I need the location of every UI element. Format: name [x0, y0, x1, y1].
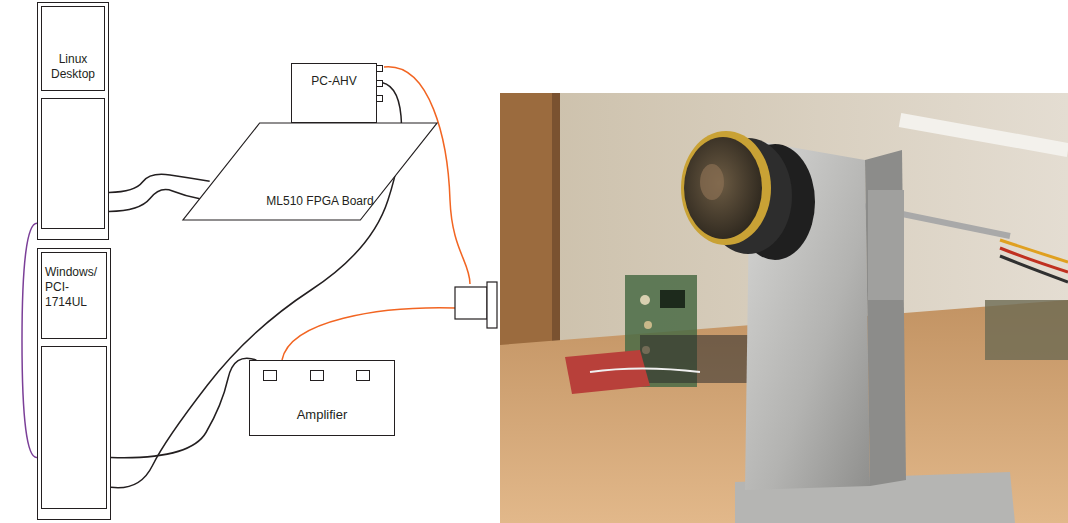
amplifier-box: Amplifier — [249, 360, 395, 436]
board-chip — [660, 290, 685, 308]
connector-socket — [263, 370, 277, 381]
tower-bay — [41, 98, 105, 229]
node-label: Amplifier — [297, 407, 348, 423]
mirror-reflection — [700, 164, 724, 200]
board-part — [640, 295, 650, 305]
cable — [1000, 256, 1068, 282]
mount-barrel — [868, 190, 904, 300]
node-label: PC-AHV — [311, 74, 356, 89]
door-frame — [552, 93, 560, 353]
orange-wire — [282, 308, 455, 360]
node-label: Windows/ PCI-1714UL — [45, 265, 103, 310]
computer-tower: Windows/ PCI-1714UL — [37, 248, 111, 520]
dark-board — [640, 335, 755, 383]
board-part — [644, 321, 652, 329]
fpga-board: ML510 FPGA Board — [183, 123, 437, 220]
tower-bay — [41, 346, 107, 509]
connector-socket — [310, 370, 324, 381]
mirror-plate — [487, 282, 497, 328]
port-square — [376, 80, 383, 87]
cable — [111, 358, 256, 458]
connector-socket — [356, 370, 370, 381]
orange-wire — [384, 67, 470, 284]
port-square — [376, 65, 383, 72]
mirror-face — [684, 137, 762, 239]
computer-tower: Linux Desktop — [37, 2, 109, 240]
link-cable — [22, 223, 37, 457]
cable — [109, 174, 210, 192]
red-box — [565, 350, 650, 394]
port-square — [376, 95, 383, 102]
mount-side — [865, 150, 906, 486]
wall — [500, 93, 1068, 523]
tower-panel: Linux Desktop — [41, 6, 105, 91]
node-label: Linux Desktop — [45, 52, 101, 82]
mirror-ring — [681, 131, 771, 245]
board-label-area: ML510 FPGA Board — [183, 194, 437, 209]
photo-scene — [500, 93, 1068, 523]
whiteboard-edge — [900, 120, 1068, 150]
wooden-door — [500, 93, 558, 353]
node-label: ML510 FPGA Board — [203, 194, 437, 209]
cable — [109, 190, 200, 212]
controller-box: PC-AHV — [291, 63, 377, 123]
mirror-actuator — [455, 287, 487, 319]
right-board — [985, 300, 1068, 360]
board-outline — [183, 123, 437, 220]
white-cable — [590, 369, 700, 373]
tower-panel: Windows/ PCI-1714UL — [41, 252, 107, 339]
